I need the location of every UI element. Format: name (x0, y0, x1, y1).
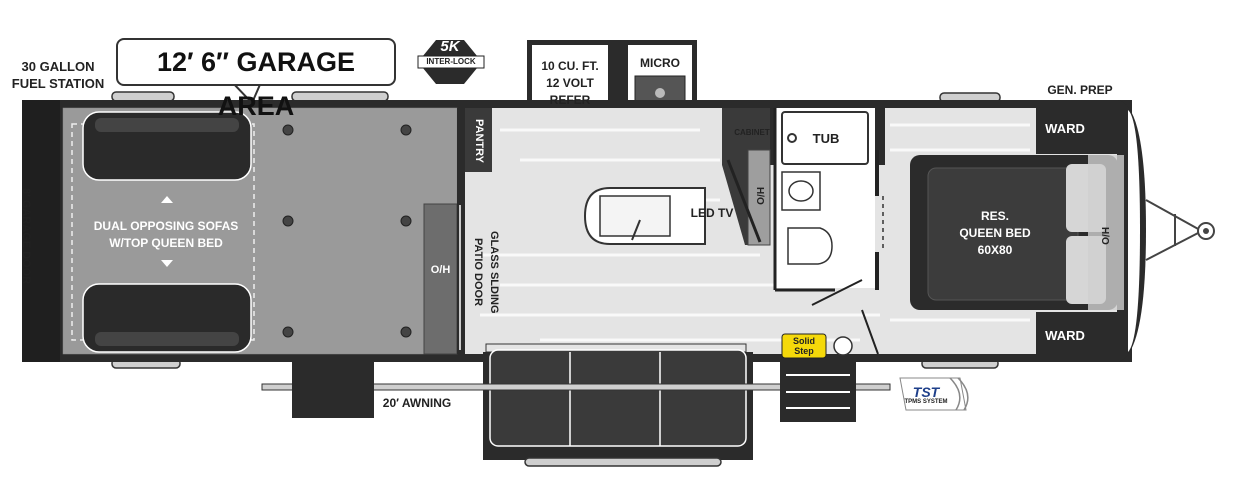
garage-door-label: 8′ GARAGE DOOR (20, 187, 32, 285)
hitch (1145, 199, 1201, 261)
cabinet-label: CABINET (734, 128, 770, 137)
bed-ho-label: H/O (1099, 227, 1110, 245)
awning-label: 20′ AWNING (382, 396, 452, 410)
refer-label: 10 CU. FT. 12 VOLT REFER (541, 59, 599, 107)
solid-step-label: Solid Step (793, 336, 815, 356)
tst-label: TST (912, 384, 940, 400)
interlock-badge (417, 40, 485, 84)
tub-label: TUB (812, 131, 840, 146)
front-window (1128, 110, 1140, 352)
window-garage-left-top (111, 91, 175, 102)
tst-sub-label: TPMS SYSTEM (904, 399, 948, 405)
queen-bed-label: RES. QUEEN BED 60X80 (959, 209, 1031, 257)
rear-cap (22, 100, 60, 362)
ward-top-label: WARD (1045, 121, 1085, 136)
lci-logo (833, 336, 853, 356)
awning (261, 383, 891, 391)
wardrobe-top (1036, 108, 1118, 154)
tie-downs (282, 124, 412, 338)
slide-sofa (489, 349, 747, 447)
micro-label: MICRO (640, 56, 680, 70)
tv-ho-label: H/O (754, 187, 765, 205)
toilet (787, 227, 833, 265)
arrow-down (161, 260, 173, 267)
kitchen-sink (599, 195, 671, 237)
burner (655, 88, 665, 98)
tst-logo (899, 377, 969, 411)
mattress (927, 167, 1079, 301)
fuel-station-box (292, 362, 374, 418)
headboard-cabinet (1088, 155, 1124, 310)
fuel-station-label: 30 GALLON FUEL STATION (11, 59, 105, 91)
overhead-cabinet-garage (423, 203, 458, 355)
ward-bottom-label: WARD (1045, 328, 1085, 343)
solid-step-badge (781, 333, 827, 359)
interlock-sub-label: INTER-LOCK (426, 57, 476, 66)
window-garage-right-top (291, 91, 389, 102)
slide-window (524, 457, 722, 467)
garage-wall (457, 108, 465, 354)
sofas-label: DUAL OPPOSING SOFAS W/TOP QUEEN BED (93, 219, 239, 250)
patio-door-label: GLASS SLDING PATIO DOOR (472, 230, 500, 314)
gen-prep-label: GEN. PREP (1047, 83, 1113, 97)
arrow-up (161, 196, 173, 203)
pantry-label: PANTRY (473, 119, 485, 163)
led-tv-label: LED TV (690, 206, 734, 220)
pantry (465, 108, 492, 172)
wardrobe-bottom (1036, 312, 1118, 354)
bathtub (781, 111, 869, 165)
oh-garage-label: O/H (430, 264, 451, 276)
interlock-5k-label: 5K (440, 38, 460, 55)
garage-area-callout: 12′ 6″ GARAGE AREA (116, 38, 396, 121)
